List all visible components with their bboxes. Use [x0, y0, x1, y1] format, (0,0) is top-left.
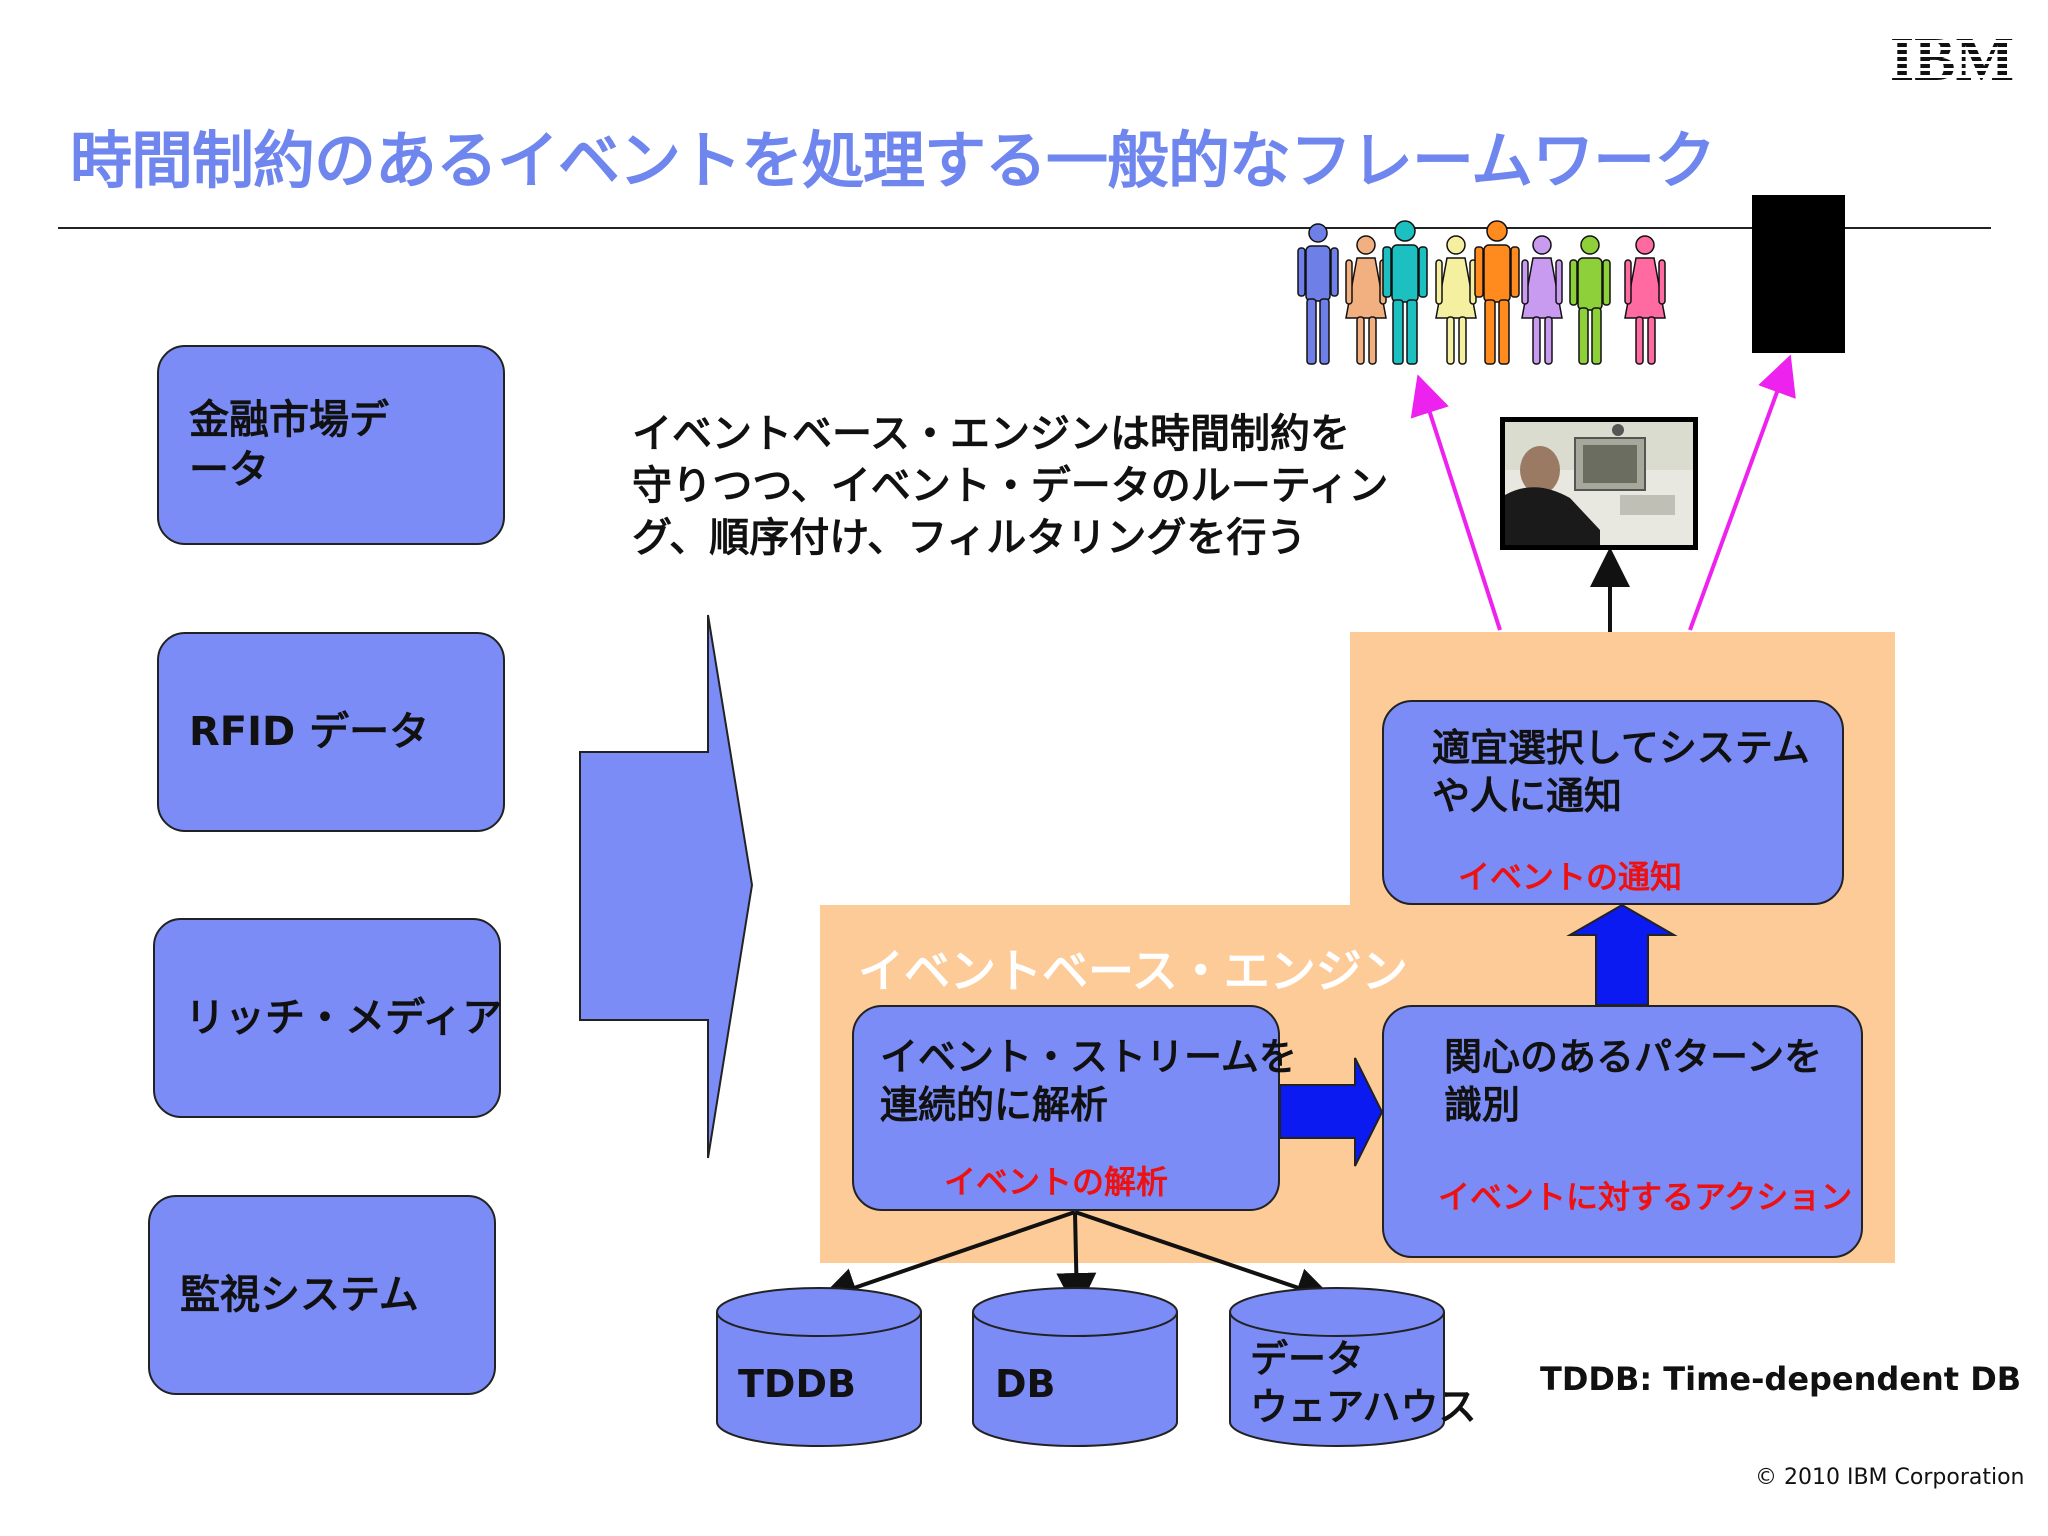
tddb-note: TDDB: Time-dependent DB — [1540, 1360, 2022, 1398]
notify-box: 適宜選択してシステム や人に通知 イベントの通知 — [1382, 700, 1844, 905]
warehouse-label-line: データ — [1250, 1337, 1365, 1381]
notify-caption: イベントの通知 — [1458, 858, 1683, 896]
cylinder-db — [972, 1287, 1178, 1447]
engine-description: イベントベース・エンジンは時間制約を 守りつつ、イベント・データのルーティン グ… — [632, 408, 1392, 564]
source-rfid: RFID データ — [157, 632, 505, 832]
title-divider — [58, 227, 1991, 229]
description-line: グ、順序付け、フィルタリングを行う — [632, 515, 1307, 561]
source-label: RFID データ — [189, 709, 430, 755]
detect-caption: イベントに対するアクション — [1438, 1178, 1853, 1216]
arrow-detect-to-notify — [1566, 903, 1678, 1006]
source-monitoring: 監視システム — [148, 1195, 496, 1395]
people-group-icon — [1297, 220, 1666, 365]
ibm-logo: IBM — [1890, 28, 2014, 84]
person-icon — [1435, 235, 1477, 365]
arrow-to-people — [1410, 374, 1502, 631]
engine-label: イベントベース・エンジン — [858, 944, 1408, 998]
cylinder-tddb — [716, 1287, 922, 1447]
notify-text-line: や人に通知 — [1432, 774, 1623, 818]
source-financial-market: 金融市場データ — [157, 345, 505, 545]
person-icon — [1624, 235, 1666, 365]
analyze-box: イベント・ストリームを 連続的に解析 イベントの解析 — [852, 1005, 1297, 1211]
person-icon — [1521, 235, 1563, 365]
person-icon — [1474, 220, 1520, 365]
tddb-label: TDDB — [738, 1362, 856, 1406]
detect-text-line: 関心のあるパターンを — [1444, 1035, 1823, 1079]
analyze-caption: イベントの解析 — [944, 1163, 1169, 1201]
source-label: リッチ・メディア — [185, 995, 503, 1041]
detect-text-line: 識別 — [1444, 1083, 1521, 1127]
warehouse-label-line: ウェアハウス — [1250, 1385, 1477, 1429]
analyze-text-line: イベント・ストリームを — [880, 1035, 1297, 1079]
person-icon — [1297, 223, 1339, 365]
server-tower-icon — [1752, 195, 1845, 353]
source-label: 金融市場データ — [189, 397, 389, 493]
detect-box: 関心のあるパターンを 識別 イベントに対するアクション — [1382, 1005, 1863, 1258]
source-label: 監視システム — [180, 1272, 419, 1318]
person-at-computer-image — [1500, 417, 1698, 550]
arrow-analyze-to-detect — [1279, 1057, 1384, 1167]
arrow-to-server — [1688, 354, 1796, 631]
description-line: 守りつつ、イベント・データのルーティン — [632, 463, 1389, 509]
source-rich-media: リッチ・メディア — [153, 918, 503, 1118]
arrow-to-tddb — [817, 1210, 1076, 1307]
warehouse-label: データ ウェアハウス — [1250, 1335, 1476, 1431]
person-icon — [1382, 220, 1428, 365]
svg-text:IBM: IBM — [1890, 28, 2014, 84]
input-block-arrow — [579, 614, 754, 1159]
db-label: DB — [995, 1362, 1056, 1406]
description-line: イベントベース・エンジンは時間制約を — [632, 411, 1350, 457]
person-icon — [1569, 235, 1611, 365]
analyze-text-line: 連続的に解析 — [880, 1083, 1109, 1127]
notify-text-line: 適宜選択してシステム — [1432, 726, 1810, 770]
arrow-to-warehouse — [1074, 1210, 1336, 1307]
copyright: © 2010 IBM Corporation — [1755, 1465, 2025, 1490]
page-title: 時間制約のあるイベントを処理する一般的なフレームワーク — [70, 124, 1716, 197]
cylinder-warehouse — [1229, 1287, 1445, 1447]
person-icon — [1345, 235, 1387, 365]
